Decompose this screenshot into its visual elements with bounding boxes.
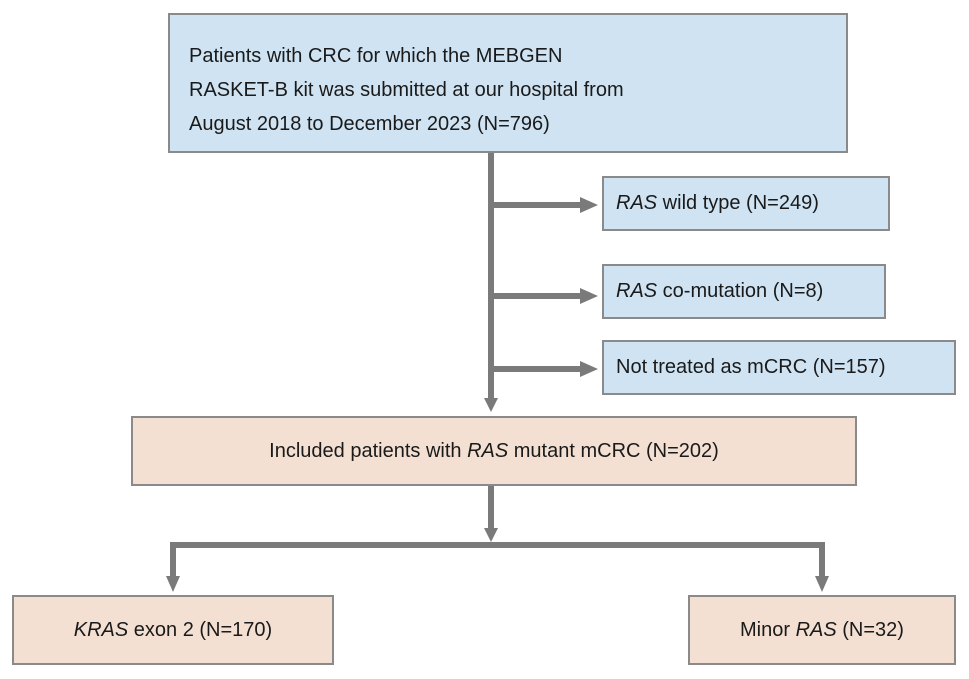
subgroup-prefix: Minor (740, 618, 796, 641)
included-patients-box: Included patients with RAS mutant mCRC (… (131, 416, 857, 486)
exclusion-label: wild type (N=249) (657, 192, 819, 214)
gene-name: RAS (616, 192, 658, 214)
subgroup-suffix: (N=32) (836, 618, 904, 641)
source-line-2: RASKET-B kit was submitted at our hospit… (189, 79, 624, 101)
source-line-1: Patients with CRC for which the MEBGEN (189, 45, 563, 67)
gene-name: RAS (795, 618, 837, 641)
split-stem-arrow (484, 528, 498, 542)
arrowhead-kras (166, 576, 180, 592)
exclusion-label: co-mutation (N=8) (657, 280, 824, 302)
arrowhead-co-mutation (580, 288, 598, 304)
subgroup-box-kras-exon2: KRAS exon 2 (N=170) (12, 595, 334, 665)
exclusion-box-not-treated: Not treated as mCRC (N=157) (602, 340, 956, 395)
gene-name: RAS (616, 280, 658, 302)
arrowhead-not-treated (580, 361, 598, 377)
split-bar (170, 542, 825, 578)
subgroup-suffix: exon 2 (N=170) (128, 618, 273, 641)
source-population-box: Patients with CRC for which the MEBGEN R… (168, 13, 848, 153)
subgroup-box-minor-ras: Minor RAS (N=32) (688, 595, 956, 665)
source-line-3: August 2018 to December 2023 (N=796) (189, 113, 550, 135)
gene-name: KRAS (73, 618, 129, 641)
exclusion-label: Not treated as mCRC (N=157) (616, 356, 886, 378)
included-suffix: mutant mCRC (N=202) (508, 439, 719, 462)
exclusion-box-co-mutation: RAS co-mutation (N=8) (602, 264, 886, 319)
arrow-to-included (484, 398, 498, 412)
included-prefix: Included patients with (269, 439, 468, 462)
arrowhead-wild-type (580, 197, 598, 213)
gene-name: RAS (467, 439, 509, 462)
arrowhead-minor (815, 576, 829, 592)
exclusion-box-wild-type: RAS wild type (N=249) (602, 176, 890, 231)
